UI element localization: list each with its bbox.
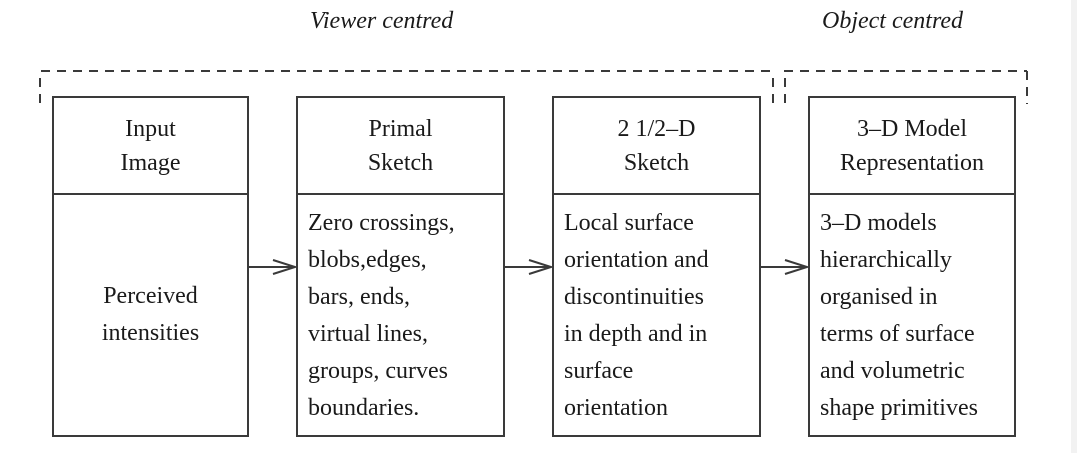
stage-primal-sketch: Primal Sketch Zero crossings, blobs,edge… <box>296 96 505 437</box>
title-line: Input <box>125 115 176 142</box>
description-line: groups, curves <box>308 358 448 384</box>
stage-title: 2 1/2–D Sketch <box>554 98 759 195</box>
description-line: boundaries. <box>308 395 420 421</box>
stage-description: 3–D models hierarchically organised in t… <box>810 195 1014 427</box>
description-line: 3–D models <box>820 210 937 236</box>
stage-description: Local surface orientation and discontinu… <box>554 195 759 427</box>
description-line: surface <box>564 358 634 384</box>
description-line: discontinuities <box>564 284 704 310</box>
stage-title: Input Image <box>54 98 247 195</box>
right-edge-strip <box>1071 0 1077 453</box>
stage-title: 3–D Model Representation <box>810 98 1014 195</box>
stage-title: Primal Sketch <box>298 98 503 195</box>
stage-3d-model-representation: 3–D Model Representation 3–D models hier… <box>808 96 1016 437</box>
title-line: Sketch <box>367 149 434 176</box>
description-line: shape primitives <box>820 395 978 421</box>
description-line: orientation <box>564 395 668 421</box>
stage-input-image: Input Image Perceived intensities <box>52 96 249 437</box>
arrow-primal-to-2half <box>504 259 555 275</box>
description-line: organised in <box>820 284 938 310</box>
stage-description: Perceived intensities <box>54 195 247 435</box>
description-line: Local surface <box>564 210 694 236</box>
description-line: Zero crossings, <box>308 210 455 236</box>
description-line: blobs,edges, <box>308 247 427 273</box>
arrow-input-to-primal <box>248 259 299 275</box>
description-line: hierarchically <box>820 247 952 273</box>
description-line: in depth and in <box>564 321 708 347</box>
description-line: terms of surface <box>820 321 975 347</box>
description-line: and volumetric <box>820 358 965 384</box>
arrow-2half-to-3d <box>760 259 811 275</box>
title-line: 3–D Model <box>857 115 967 142</box>
title-line: Sketch <box>623 149 690 176</box>
description-line: virtual lines, <box>308 321 428 347</box>
stage-2half-d-sketch: 2 1/2–D Sketch Local surface orientation… <box>552 96 761 437</box>
title-line: Image <box>120 149 181 176</box>
viewer-centred-label: Viewer centred <box>310 8 454 34</box>
stage-description: Zero crossings, blobs,edges, bars, ends,… <box>298 195 503 427</box>
title-line: 2 1/2–D <box>617 115 696 142</box>
title-line: Primal <box>368 115 433 142</box>
description-line: intensities <box>101 320 200 346</box>
description-line: bars, ends, <box>308 284 410 310</box>
object-centred-bracket <box>784 70 1028 110</box>
description-line: Perceived <box>103 283 198 309</box>
object-centred-label: Object centred <box>822 8 964 34</box>
viewer-centred-bracket <box>39 70 774 110</box>
title-line: Representation <box>840 149 984 176</box>
description-line: orientation and <box>564 247 709 273</box>
